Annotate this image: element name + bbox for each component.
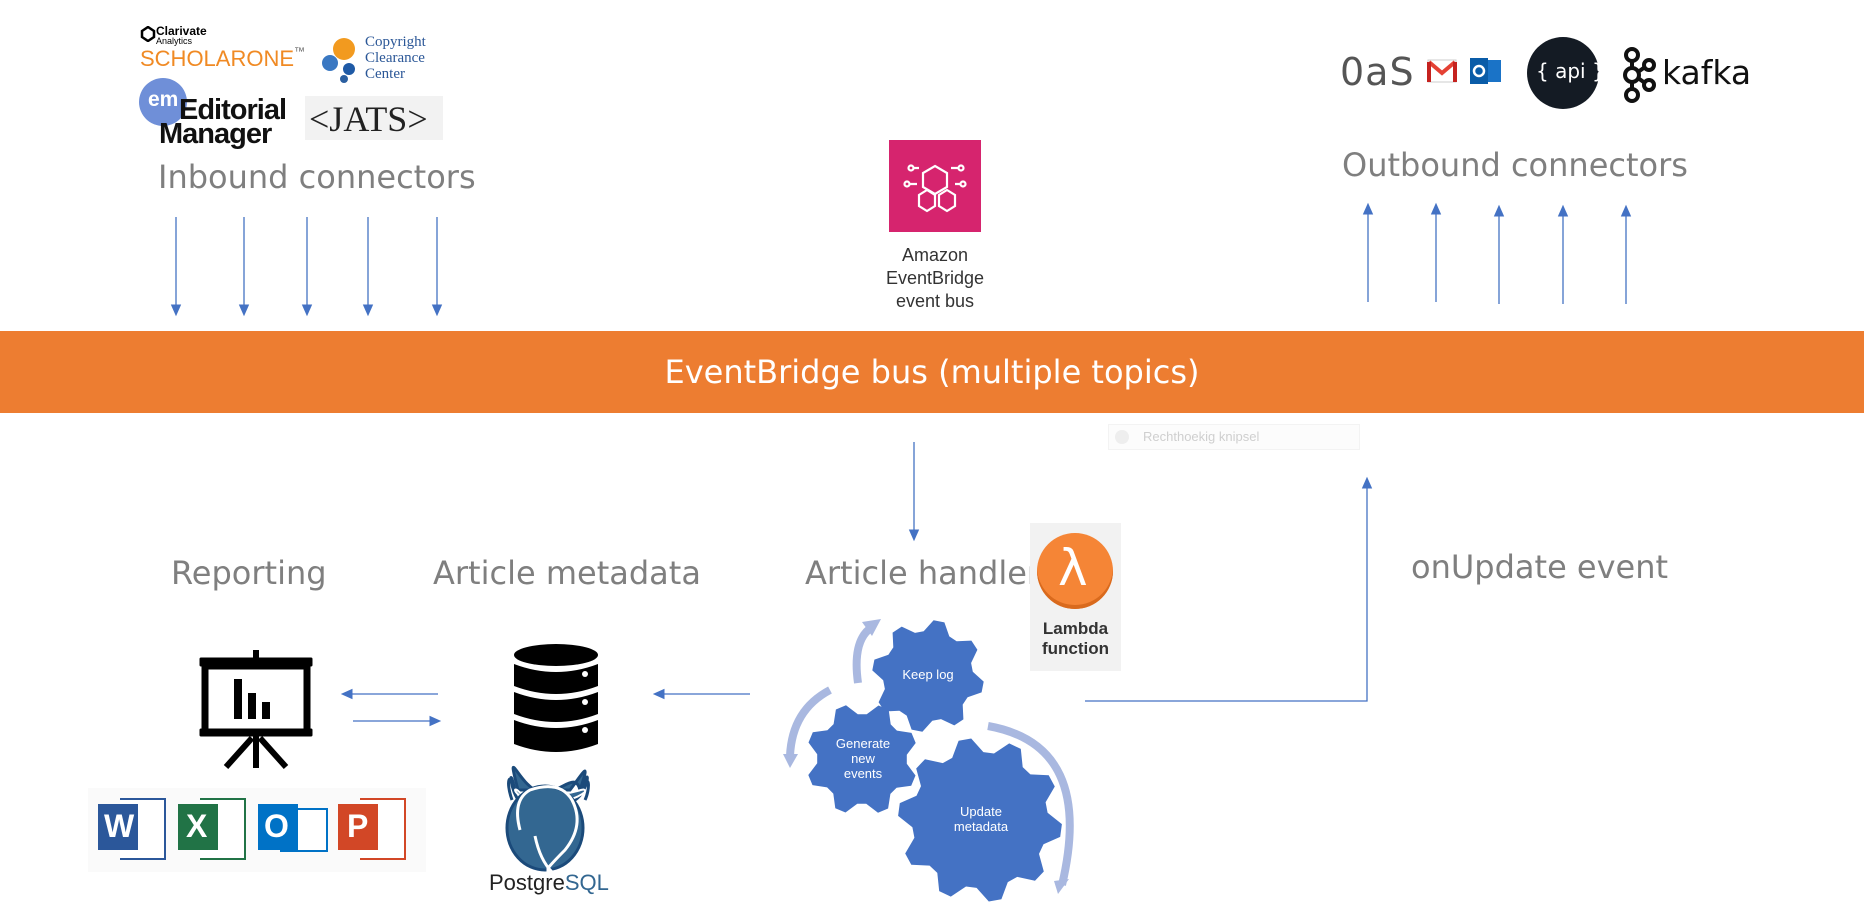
postgresql-elephant-icon [505,765,590,880]
scholarone-logo: SCHOLARONE™ [140,46,305,72]
gear-generate-line2: new [851,751,875,766]
powerpoint-icon: P [338,798,406,860]
ccc-line3: Center [365,66,405,82]
outlook-small-icon [1470,58,1501,84]
arc-right-head [1054,879,1069,894]
jats-logo: <JATS> [305,96,443,140]
oas-logo: 0aS [1340,50,1415,94]
kafka-logo: kafka [1620,47,1751,103]
arc-top-left-head [862,619,881,636]
outlook-letter: O [264,808,289,844]
scholarone-part-a: SCHOLAR [140,46,247,71]
handler-to-onupdate-arrow [1085,476,1373,702]
arc-top-left [852,623,875,684]
excel-icon: X [178,798,246,860]
lambda-symbol: λ [1058,539,1088,597]
scholarone-part-b: ONE [246,46,295,71]
api-logo-text: { api } [1536,59,1605,83]
kafka-icon [1623,47,1656,103]
eventbridge-caption-line1: Amazon [901,245,969,265]
postgresql-logo-text: PostgreSQL [489,870,609,896]
clarivate-icon [140,26,156,42]
inbound-connectors-title: Inbound connectors [158,158,476,196]
article-handler-label: Article handler [805,554,1041,592]
excel-letter: X [186,808,208,844]
kafka-text: kafka [1662,53,1752,92]
eventbridge-service-icon [889,140,981,232]
snip-overlay-text: Rechthoekig knipsel [1143,429,1260,444]
gear-update-line1: Update [960,804,1002,819]
jats-text: <JATS> [309,99,428,139]
scholarone-tm: ™ [294,46,306,58]
gear-generate-line3: events [843,766,883,781]
ccc-line2: Clearance [365,50,425,66]
gear-update-line2: metadata [953,819,1009,834]
postgresql-text-a: Postgre [489,870,565,895]
clarivate-text: Clarivate [156,24,207,38]
gmail-logo [1427,58,1457,84]
reporting-label: Reporting [171,554,327,592]
eventbridge-bus: EventBridge bus (multiple topics) [0,331,1864,413]
gmail-icon [1427,59,1457,83]
outbound-arrows [1362,202,1632,304]
editorial-manager-logo: em Editorial Manager [139,78,299,150]
eventbridge-caption-line2: EventBridge [885,268,985,288]
eventbridge-service-caption: Amazon EventBridge event bus [860,244,1010,313]
lambda-caption: Lambda function [1030,619,1121,659]
outbound-connectors-title: Outbound connectors [1342,146,1688,184]
gear-generate-label: Generate new events [822,736,904,781]
outlook-icon: O [258,798,328,856]
snip-overlay: Rechthoekig knipsel [1108,424,1360,450]
eventbridge-caption-line3: event bus [895,291,975,311]
gear-keep-log-label: Keep log [888,667,968,682]
lambda-caption-line2: function [1041,639,1110,658]
database-icon [514,644,598,752]
outlook-small-logo [1470,56,1502,86]
snip-overlay-icon [1115,430,1129,444]
eventbridge-bus-label: EventBridge bus (multiple topics) [664,353,1200,391]
api-logo: { api } [1527,37,1605,109]
presentation-chart-icon [199,650,313,770]
word-letter: W [104,808,135,844]
word-icon: W [98,798,166,860]
lambda-caption-line1: Lambda [1042,619,1109,638]
onupdate-event-label: onUpdate event [1411,548,1669,586]
ccc-line1: Copyright [365,34,426,50]
clarivate-subtext: Analytics [156,36,193,46]
powerpoint-letter: P [347,808,369,844]
article-metadata-label: Article metadata [433,554,701,592]
gear-keep-log-text: Keep log [902,667,954,682]
lambda-function-card: λ Lambda function [1030,523,1121,671]
gear-update-label: Update metadata [940,804,1022,834]
inbound-arrows [170,217,443,317]
em-line1: Editorial [179,94,287,126]
arc-left-head [783,754,798,768]
gear-generate-line1: Generate [835,736,891,751]
eventbridge-icon [903,164,967,213]
postgresql-text-b: SQL [564,870,609,895]
em-line2: Manager [159,118,272,150]
em-badge [139,78,187,126]
office-icons-strip: W X O P [88,788,426,872]
ccc-dots-icon [322,38,355,83]
em-badge-text: em [148,88,179,111]
